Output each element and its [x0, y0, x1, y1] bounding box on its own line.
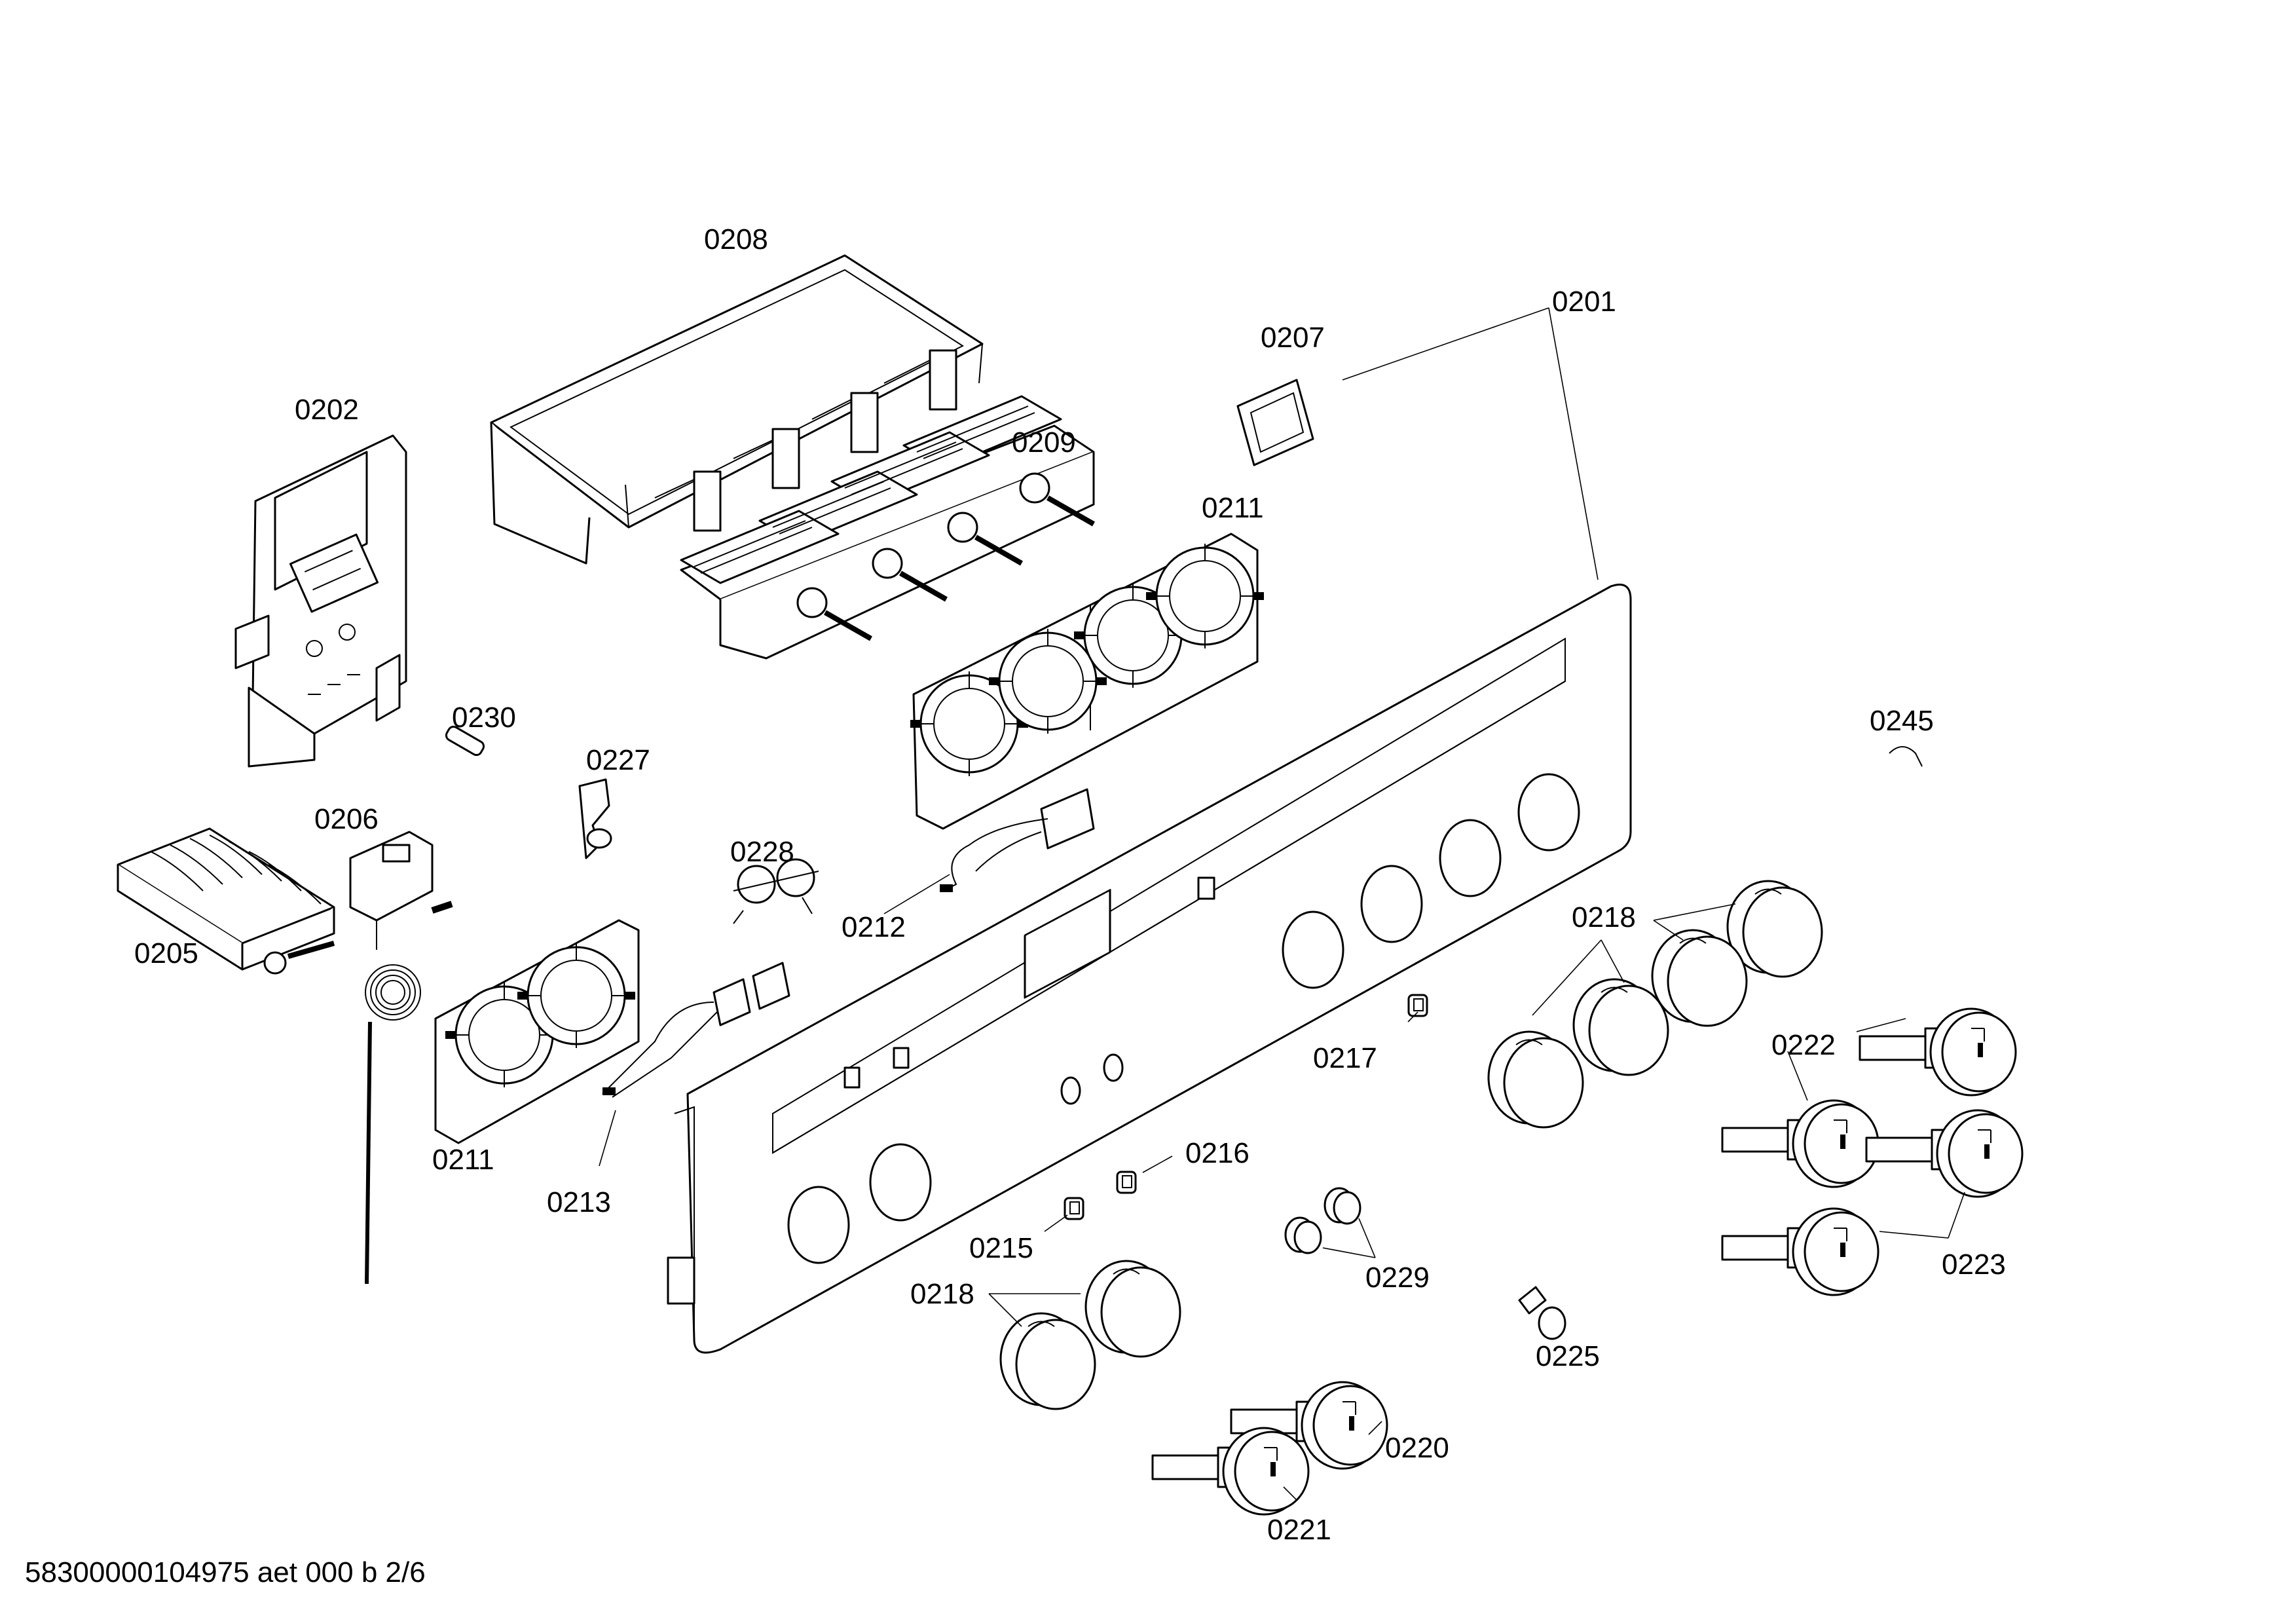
part-0208-box — [490, 254, 984, 565]
label-0206: 0206 — [314, 803, 379, 835]
label-0218-right: 0218 — [1572, 901, 1636, 933]
label-0212: 0212 — [842, 911, 906, 943]
label-0218-bottom: 0218 — [910, 1278, 974, 1310]
part-0218-knob-caps-right — [1487, 880, 1823, 1129]
part-0217-lamp — [1407, 994, 1428, 1017]
label-0211-top: 0211 — [1202, 492, 1264, 524]
part-0209-switch-block — [680, 395, 1095, 660]
part-0211-socket-panel-top — [909, 533, 1265, 830]
part-0201-control-panel — [667, 584, 1632, 1354]
label-0245: 0245 — [1870, 705, 1934, 737]
part-0245-clip — [1889, 746, 1923, 767]
part-0215-lamp — [1064, 1197, 1084, 1220]
label-0222: 0222 — [1771, 1029, 1836, 1061]
part-0229-bushing — [1284, 1187, 1361, 1254]
label-0209: 0209 — [1012, 426, 1076, 459]
label-0230: 0230 — [452, 702, 516, 734]
label-0207: 0207 — [1261, 322, 1325, 354]
part-0206-thermostat — [349, 831, 453, 1285]
part-0221-knob — [1151, 1427, 1310, 1516]
part-0218-knob-caps-bottom — [999, 1260, 1181, 1410]
label-0221: 0221 — [1267, 1514, 1331, 1546]
label-0208: 0208 — [704, 223, 768, 255]
label-0228: 0228 — [730, 836, 794, 868]
label-0217: 0217 — [1313, 1042, 1377, 1074]
part-0211-socket-panel-bottom — [434, 919, 640, 1144]
part-0225-lamp-holder — [1518, 1286, 1566, 1340]
part-0230-fuse — [445, 725, 485, 757]
label-0225: 0225 — [1536, 1340, 1600, 1372]
label-0229: 0229 — [1365, 1262, 1430, 1294]
label-0211-bottom: 0211 — [432, 1144, 494, 1176]
label-0216: 0216 — [1185, 1137, 1250, 1169]
part-0228-clip — [733, 858, 819, 924]
callout-labels: 0208 0201 0207 0202 0209 0211 0230 0245 … — [134, 223, 2006, 1546]
label-0213: 0213 — [547, 1186, 611, 1218]
label-0220: 0220 — [1385, 1432, 1449, 1464]
part-0213-wire-harness — [602, 962, 790, 1098]
part-0205-terminal-block — [117, 827, 335, 975]
part-0202-control-module — [234, 434, 407, 768]
label-0223: 0223 — [1942, 1248, 2006, 1281]
label-0205: 0205 — [134, 937, 198, 969]
leader-lines — [599, 307, 1965, 1501]
part-0216-lamp — [1116, 1171, 1137, 1194]
drawing-footer: 58300000104975 aet 000 b 2/6 — [25, 1556, 426, 1588]
label-0202: 0202 — [295, 394, 359, 426]
part-0227-clip — [578, 778, 612, 859]
label-0227: 0227 — [586, 744, 650, 776]
label-0215: 0215 — [969, 1232, 1033, 1264]
part-0207-frame — [1236, 379, 1314, 466]
label-0201: 0201 — [1552, 286, 1616, 318]
part-0212-wire-harness — [940, 788, 1095, 892]
